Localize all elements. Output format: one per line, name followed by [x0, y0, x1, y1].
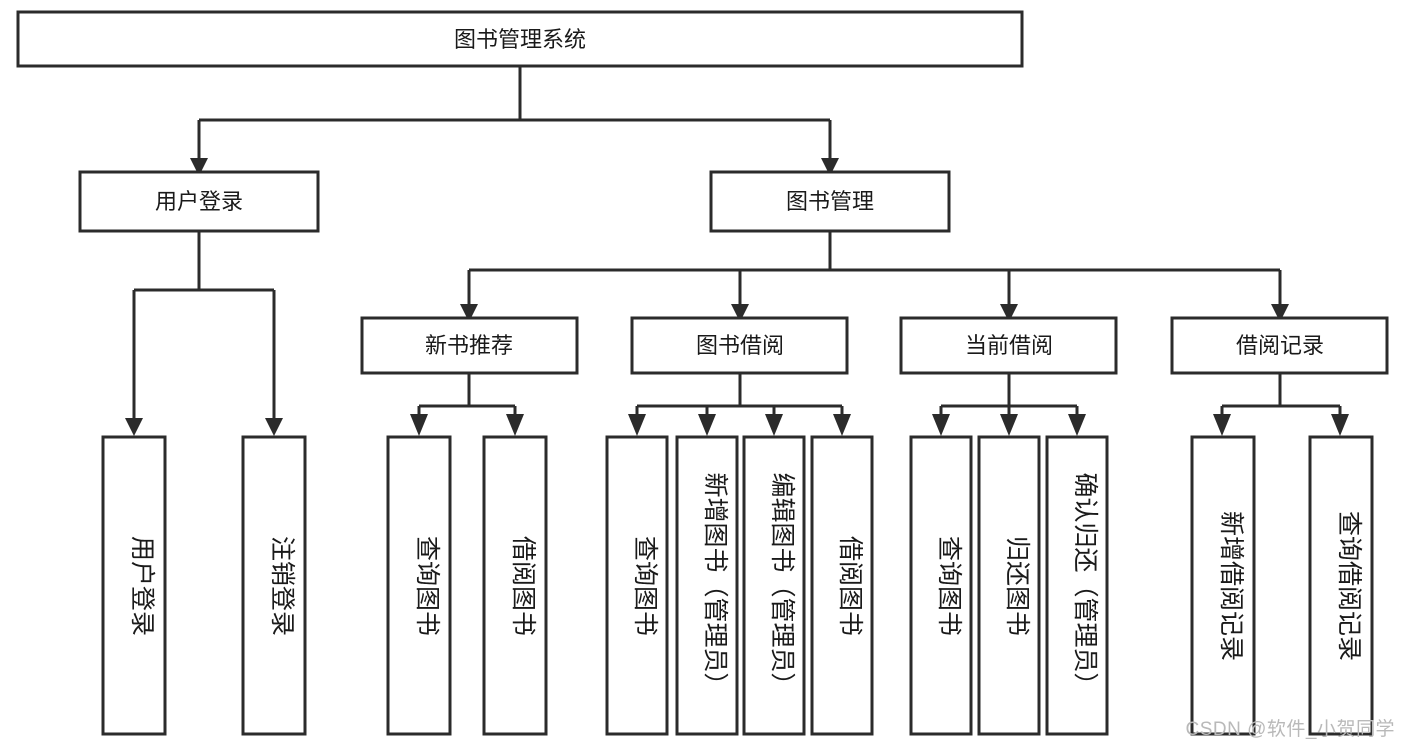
- arrow-to-borrow-record: [1271, 304, 1289, 322]
- leaf-query-book-recommend[interactable]: 查询图书: [386, 435, 452, 736]
- node-user-login-box[interactable]: [78, 170, 320, 233]
- node-book-manage-label: 图书管理: [786, 189, 874, 214]
- arrow-to-leaf-query-book-2: [628, 414, 646, 436]
- arrow-to-leaf-user-login: [125, 418, 143, 436]
- leaf-user-login[interactable]: 用户登录: [101, 435, 167, 736]
- leaf-confirm-return-box[interactable]: [1045, 435, 1109, 736]
- leaf-query-book-recommend-label: 查询图书: [413, 536, 441, 636]
- leaf-query-borrow-record-box[interactable]: [1308, 435, 1374, 736]
- arrow-to-leaf-add-book: [698, 414, 716, 436]
- leaf-query-borrow-record[interactable]: 查询借阅记录: [1308, 435, 1374, 736]
- arrow-to-leaf-return-book: [1000, 414, 1018, 436]
- leaf-logout[interactable]: 注销登录: [241, 435, 307, 736]
- node-current-borrow[interactable]: 当前借阅: [899, 316, 1118, 375]
- leaf-confirm-return[interactable]: 确认归还（管理员）: [1045, 435, 1109, 736]
- arrow-to-leaf-query-book-1: [410, 414, 428, 436]
- node-book-manage[interactable]: 图书管理: [709, 170, 951, 233]
- node-book-borrow[interactable]: 图书借阅: [630, 316, 849, 375]
- leaf-add-borrow-record-box[interactable]: [1190, 435, 1256, 736]
- arrow-to-book-borrow: [731, 304, 749, 322]
- leaf-user-login-box[interactable]: [101, 435, 167, 736]
- connector-user-login-to-leaves: [132, 231, 276, 418]
- leaf-return-book[interactable]: 归还图书: [977, 435, 1041, 736]
- node-new-book-recommend-box[interactable]: [360, 316, 579, 375]
- node-borrow-record[interactable]: 借阅记录: [1170, 316, 1389, 375]
- leaf-confirm-return-label: 确认归还（管理员）: [1071, 472, 1099, 697]
- node-user-login-label: 用户登录: [155, 189, 243, 214]
- leaf-borrow-book-borrow-label: 借阅图书: [836, 536, 864, 636]
- leaf-logout-label: 注销登录: [268, 536, 296, 636]
- arrow-to-leaf-query-book-3: [932, 414, 950, 436]
- leaf-add-book[interactable]: 新增图书（管理员）: [675, 435, 739, 736]
- connector-layer: [125, 66, 1349, 436]
- node-new-book-recommend[interactable]: 新书推荐: [360, 316, 579, 375]
- leaf-query-book-borrow-label: 查询图书: [631, 536, 659, 636]
- connector-book-borrow-to-leaves: [635, 373, 844, 418]
- connector-root-to-level2: [197, 66, 832, 158]
- node-book-borrow-box[interactable]: [630, 316, 849, 375]
- arrow-to-leaf-borrow-book-2: [833, 414, 851, 436]
- leaf-borrow-book-recommend-label: 借阅图书: [509, 536, 537, 636]
- arrow-to-leaf-edit-book: [765, 414, 783, 436]
- leaf-return-book-label: 归还图书: [1003, 536, 1031, 636]
- arrow-to-leaf-logout: [265, 418, 283, 436]
- node-new-book-recommend-label: 新书推荐: [425, 333, 513, 358]
- arrow-to-leaf-add-record: [1213, 414, 1231, 436]
- leaf-query-book-borrow[interactable]: 查询图书: [605, 435, 669, 736]
- node-root-system-box[interactable]: [16, 10, 1024, 68]
- leaf-add-book-box[interactable]: [675, 435, 739, 736]
- leaf-logout-box[interactable]: [241, 435, 307, 736]
- node-borrow-record-label: 借阅记录: [1236, 333, 1324, 358]
- leaf-query-book-recommend-box[interactable]: [386, 435, 452, 736]
- connector-book-manage-to-level3: [467, 231, 1282, 304]
- node-book-manage-box[interactable]: [709, 170, 951, 233]
- arrow-to-leaf-confirm-return: [1068, 414, 1086, 436]
- leaf-borrow-book-recommend-box[interactable]: [482, 435, 548, 736]
- leaf-query-book-borrow-box[interactable]: [605, 435, 669, 736]
- arrow-to-leaf-query-record: [1331, 414, 1349, 436]
- node-root-system-label: 图书管理系统: [454, 27, 586, 52]
- leaf-borrow-book-recommend[interactable]: 借阅图书: [482, 435, 548, 736]
- connector-borrow-record-to-leaves: [1220, 373, 1342, 418]
- arrow-to-new-book-recommend: [460, 304, 478, 322]
- node-book-borrow-label: 图书借阅: [696, 333, 784, 358]
- leaf-user-login-label: 用户登录: [128, 536, 156, 636]
- connector-current-borrow-to-leaves: [939, 373, 1079, 418]
- leaf-add-borrow-record-label: 新增借阅记录: [1217, 511, 1245, 661]
- leaf-query-book-current-box[interactable]: [909, 435, 973, 736]
- connector-new-book-recommend-to-leaves: [417, 373, 517, 418]
- leaf-return-book-box[interactable]: [977, 435, 1041, 736]
- arrow-to-book-manage: [821, 158, 839, 176]
- arrow-to-leaf-borrow-book-1: [506, 414, 524, 436]
- leaf-borrow-book-borrow[interactable]: 借阅图书: [810, 435, 874, 736]
- leaf-query-borrow-record-label: 查询借阅记录: [1335, 511, 1363, 661]
- leaf-query-book-current[interactable]: 查询图书: [909, 435, 973, 736]
- node-current-borrow-label: 当前借阅: [965, 333, 1053, 358]
- arrow-to-user-login: [190, 158, 208, 176]
- leaf-add-book-label: 新增图书（管理员）: [701, 472, 729, 697]
- node-user-login[interactable]: 用户登录: [78, 170, 320, 233]
- leaf-edit-book-label: 编辑图书（管理员）: [768, 472, 796, 697]
- leaf-query-book-current-label: 查询图书: [935, 536, 963, 636]
- leaf-edit-book[interactable]: 编辑图书（管理员）: [742, 435, 806, 736]
- leaf-edit-book-box[interactable]: [742, 435, 806, 736]
- node-root-system[interactable]: 图书管理系统: [16, 10, 1024, 68]
- node-borrow-record-box[interactable]: [1170, 316, 1389, 375]
- leaf-add-borrow-record[interactable]: 新增借阅记录: [1190, 435, 1256, 736]
- arrow-to-current-borrow: [1000, 304, 1018, 322]
- node-current-borrow-box[interactable]: [899, 316, 1118, 375]
- leaf-borrow-book-borrow-box[interactable]: [810, 435, 874, 736]
